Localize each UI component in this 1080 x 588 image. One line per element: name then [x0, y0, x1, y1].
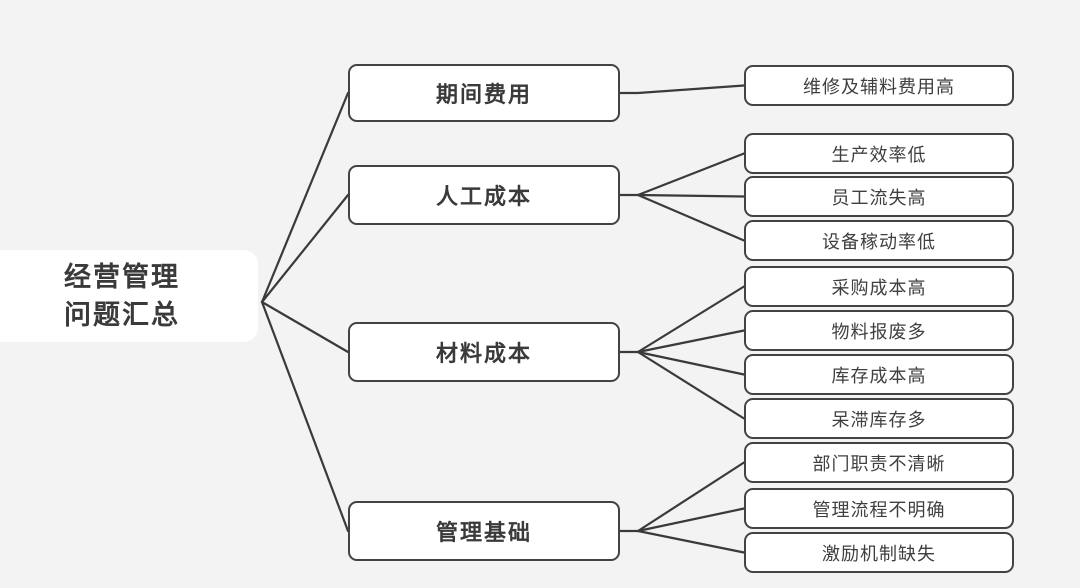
leaf-box-2-3[interactable]: 呆滞库存多 [744, 398, 1014, 439]
category-box-1[interactable]: 人工成本 [348, 165, 620, 225]
leaf-connector-line-3-1 [636, 507, 746, 533]
root-node[interactable]: 经营管理 问题汇总 [0, 250, 258, 342]
root-to-branch-line-1 [260, 193, 350, 304]
category-box-0[interactable]: 期间费用 [348, 64, 620, 122]
leaf-label-1-0: 生产效率低 [831, 144, 927, 165]
leaf-box-2-1[interactable]: 物料报废多 [744, 310, 1014, 351]
leaf-connector-line-3-2 [636, 529, 746, 554]
leaf-box-2-2[interactable]: 库存成本高 [744, 354, 1014, 395]
leaf-connector-line-1-0 [636, 152, 746, 197]
category-box-2[interactable]: 材料成本 [348, 322, 620, 382]
leaf-label-3-2: 激励机制缺失 [822, 543, 936, 564]
leaf-connector-line-2-1 [636, 329, 746, 354]
leaf-label-0-0: 维修及辅料费用高 [803, 76, 955, 97]
leaf-label-2-3: 呆滞库存多 [831, 409, 927, 430]
leaf-connector-line-2-3 [636, 350, 746, 420]
leaf-label-1-2: 设备稼动率低 [822, 231, 936, 252]
leaf-label-1-1: 员工流失高 [831, 187, 927, 208]
leaf-connector-line-1-2 [636, 193, 746, 242]
leaf-box-2-0[interactable]: 采购成本高 [744, 266, 1014, 307]
root-to-branch-line-2 [260, 300, 350, 354]
category-label-2: 材料成本 [435, 341, 532, 366]
leaf-label-2-2: 库存成本高 [831, 365, 927, 386]
leaf-box-0-0[interactable]: 维修及辅料费用高 [744, 65, 1014, 106]
leaf-box-3-2[interactable]: 激励机制缺失 [744, 532, 1014, 573]
category-label-3: 管理基础 [435, 520, 532, 545]
leaf-connector-line-2-2 [636, 350, 746, 376]
leaf-box-3-0[interactable]: 部门职责不清晰 [744, 442, 1014, 483]
root-to-branch-line-3 [260, 300, 350, 533]
leaf-connector-line-1-1 [636, 193, 746, 198]
root-to-branch-line-0 [260, 91, 350, 304]
category-label-0: 期间费用 [435, 82, 532, 107]
leaf-box-3-1[interactable]: 管理流程不明确 [744, 488, 1014, 529]
leaf-label-3-1: 管理流程不明确 [812, 499, 946, 520]
root-label-line2: 问题汇总 [64, 300, 180, 330]
leaf-connector-line-3-0 [636, 461, 746, 533]
category-box-3[interactable]: 管理基础 [348, 501, 620, 561]
leaf-connector-line-2-0 [636, 285, 746, 354]
leaf-label-2-0: 采购成本高 [831, 277, 927, 298]
category-label-1: 人工成本 [435, 184, 532, 209]
leaf-box-1-2[interactable]: 设备稼动率低 [744, 220, 1014, 261]
leaf-label-3-0: 部门职责不清晰 [812, 453, 946, 474]
leaf-connector-line-0-0 [636, 84, 746, 95]
leaf-box-1-1[interactable]: 员工流失高 [744, 176, 1014, 217]
leaf-label-2-1: 物料报废多 [831, 321, 927, 342]
leaf-box-1-0[interactable]: 生产效率低 [744, 133, 1014, 174]
root-label-line1: 经营管理 [64, 261, 180, 292]
